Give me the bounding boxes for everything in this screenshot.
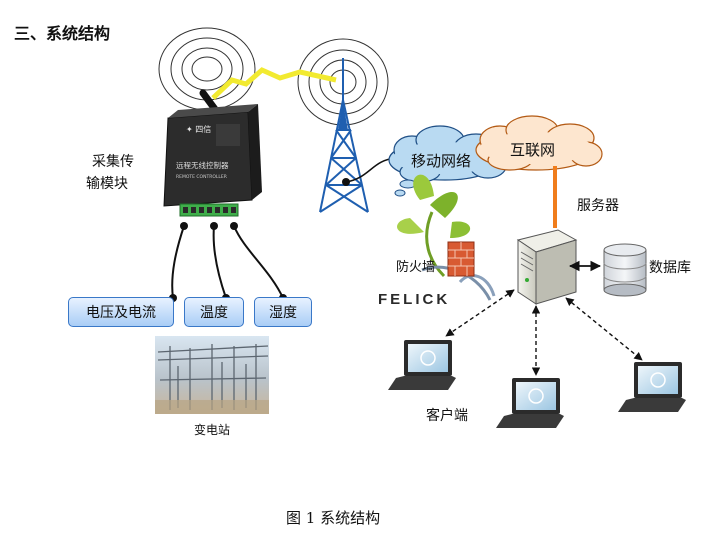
tower-top-marker xyxy=(338,102,348,130)
mobile-network-label: 移动网络 xyxy=(411,152,472,170)
server-label: 服务器 xyxy=(577,198,619,214)
acquisition-module-label-line2: 输模块 xyxy=(86,176,128,192)
firewall-label: 防火墙 xyxy=(396,260,436,275)
substation-photo xyxy=(155,336,269,414)
svg-text:✦ 四信: ✦ 四信 xyxy=(186,124,211,134)
acquisition-module-label-line1: 采集传 xyxy=(92,154,134,170)
sensor-humidity: 湿度 xyxy=(254,297,312,327)
section-title: 三、系统结构 xyxy=(14,24,111,43)
server-icon xyxy=(516,229,578,305)
sensor-voltage-current: 电压及电流 xyxy=(68,297,174,327)
svg-text:REMOTE CONTROLLER: REMOTE CONTROLLER xyxy=(176,174,227,180)
client-label: 客户端 xyxy=(426,408,468,424)
sensor-wires xyxy=(171,225,284,299)
database-label: 数据库 xyxy=(649,260,691,276)
client-laptop-1 xyxy=(388,340,456,390)
database-icon xyxy=(603,243,647,297)
svg-text:远程无线控制器: 远程无线控制器 xyxy=(176,160,229,170)
internet-label: 互联网 xyxy=(510,141,556,159)
figure-caption: 图 1 系统结构 xyxy=(286,509,381,527)
sensor-temperature: 温度 xyxy=(184,297,244,327)
firewall-icon xyxy=(397,174,496,301)
firewall-brand: FELICK xyxy=(378,291,451,308)
cell-tower xyxy=(319,58,369,213)
client-links xyxy=(445,289,643,376)
client-laptop-3 xyxy=(618,362,686,412)
wire-terminals xyxy=(169,222,287,302)
acquisition-device: ✦ 四信 远程无线控制器 REMOTE CONTROLLER xyxy=(163,89,262,217)
client-laptop-2 xyxy=(496,378,564,428)
wireless-link xyxy=(211,67,337,100)
substation-label: 变电站 xyxy=(194,423,231,437)
